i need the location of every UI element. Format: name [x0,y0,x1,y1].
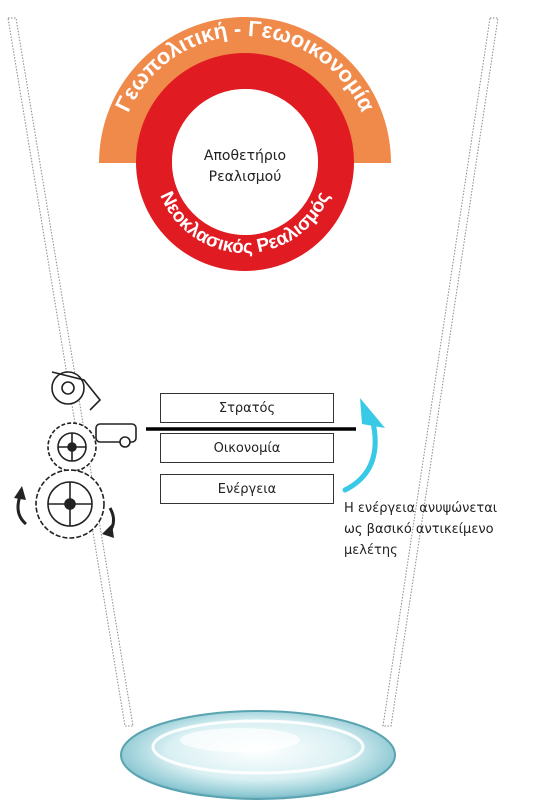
annotation-line3: μελέτης [344,543,398,558]
center-label-line1: Αποθετήριο [204,148,286,164]
center-circle [172,89,318,235]
lens-dish-icon [120,710,396,800]
curved-arrow-icon [342,398,385,493]
box-economy: Οικονομία [160,433,334,463]
box-military: Στρατός [160,393,334,423]
annotation-text: Η ενέργεια ανυψώνεται ως βασικό αντικείμ… [344,498,534,561]
annotation-line2: ως βασικό αντικείμενο [344,522,494,537]
center-label-line2: Ρεαλισμού [209,169,282,185]
annotation-line1: Η ενέργεια ανυψώνεται [344,501,498,516]
box-energy: Ενέργεια [160,474,334,504]
gear-mechanism-icon [14,371,137,539]
funnel-right-bar [382,17,499,727]
inner-ring [136,53,354,271]
outer-arc [99,17,391,163]
